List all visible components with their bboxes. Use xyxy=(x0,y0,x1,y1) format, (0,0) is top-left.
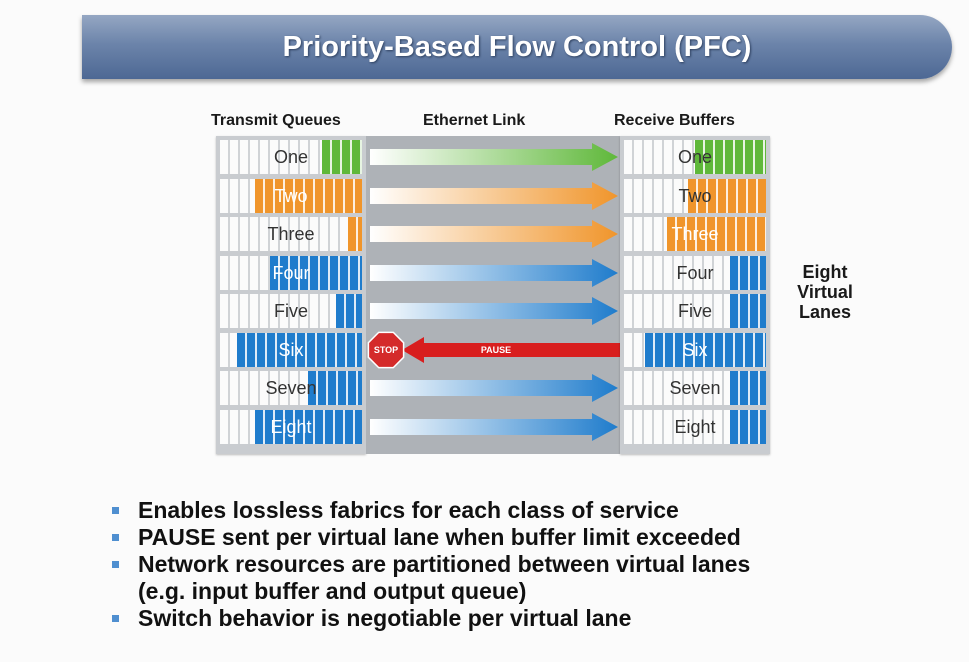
rx-lane-label: Eight xyxy=(674,416,716,437)
tx-occupied-slots xyxy=(270,255,362,290)
rx-occupied-slots xyxy=(688,178,766,213)
rx-lane-row: Four xyxy=(624,255,766,290)
tx-lane-label: Seven xyxy=(265,378,317,398)
bullet-text: Enables lossless fabrics for each class … xyxy=(138,497,679,523)
ethernet-link-header: Ethernet Link xyxy=(423,112,526,129)
flow-arrow xyxy=(366,215,620,253)
tx-lane-row: Four xyxy=(220,255,362,290)
rx-lane-label: Two xyxy=(678,185,712,206)
rx-lane-label: Three xyxy=(671,224,719,244)
arrow-shape xyxy=(370,297,618,325)
rx-occupied-slots xyxy=(667,217,766,251)
rx-occupied-slots xyxy=(730,371,766,405)
bullet-square-icon xyxy=(112,534,119,541)
rx-lane-row: Six xyxy=(624,332,766,367)
pause-arrow: PAUSE STOP xyxy=(366,331,620,369)
arrow-shape xyxy=(370,181,618,210)
rx-occupied-slots xyxy=(730,294,766,328)
bullet-text: (e.g. input buffer and output queue) xyxy=(138,578,527,604)
tx-occupied-slots xyxy=(237,332,362,367)
tx-lane-row: Three xyxy=(220,217,362,251)
tx-lane-row: One xyxy=(220,140,362,174)
bullet-square-icon xyxy=(112,615,119,622)
arrow-shape xyxy=(370,220,618,248)
eight-virtual-lanes-label: Eight Virtual Lanes xyxy=(775,262,875,322)
bullet-item: PAUSE sent per virtual lane when buffer … xyxy=(112,524,932,551)
bullet-square-icon xyxy=(112,561,119,568)
tx-lane-label: Three xyxy=(267,224,315,244)
arrow-shape xyxy=(370,412,618,441)
rx-lane-row: Five xyxy=(624,294,766,328)
tx-lane-label: Eight xyxy=(270,416,312,437)
bullet-item: Enables lossless fabrics for each class … xyxy=(112,497,932,524)
stop-label: STOP xyxy=(374,345,398,355)
flow-arrow xyxy=(366,408,620,446)
rx-lane-row: Seven xyxy=(624,371,766,405)
flow-arrow xyxy=(366,138,620,176)
side-label-line: Eight xyxy=(802,262,848,282)
bullet-item: Switch behavior is negotiable per virtua… xyxy=(112,605,932,632)
bullet-text: Switch behavior is negotiable per virtua… xyxy=(138,605,632,631)
tx-lane-label: Two xyxy=(274,185,308,206)
rx-lane-row: Two xyxy=(624,178,766,213)
bullet-text: Network resources are partitioned betwee… xyxy=(138,551,751,577)
bullet-list: Enables lossless fabrics for each class … xyxy=(112,497,932,632)
tx-occupied-slots xyxy=(308,371,362,405)
flow-arrow xyxy=(366,254,620,292)
tx-lane-row: Six xyxy=(220,332,362,367)
tx-lane-row: Two xyxy=(220,178,362,213)
tx-occupied-slots xyxy=(322,140,362,174)
side-label-line: Lanes xyxy=(798,302,852,322)
tx-lane-row: Seven xyxy=(220,371,362,405)
flow-arrow xyxy=(366,177,620,215)
bullet-square-icon xyxy=(112,507,119,514)
arrow-shape xyxy=(402,336,620,363)
flow-arrow xyxy=(366,369,620,407)
tx-lane-row: Eight xyxy=(220,409,362,444)
arrow-shape xyxy=(370,258,618,287)
tx-lane-label: Five xyxy=(273,301,308,321)
rx-occupied-slots xyxy=(645,332,766,367)
rx-lane-label: Seven xyxy=(669,378,721,398)
title-banner: Priority-Based Flow Control (PFC) xyxy=(82,15,952,79)
receive-buffers-header: Receive Buffers xyxy=(614,112,735,129)
tx-lane-label: One xyxy=(273,147,309,167)
arrow-shape xyxy=(370,143,618,171)
transmit-queues-header: Transmit Queues xyxy=(211,112,341,129)
ethernet-link-panel: PAUSE STOP xyxy=(366,136,620,454)
rx-lane-label: Six xyxy=(682,339,708,360)
tx-occupied-slots xyxy=(255,178,362,213)
rx-lane-label: One xyxy=(677,147,713,167)
bullet-item: Network resources are partitioned betwee… xyxy=(112,551,932,605)
rx-occupied-slots xyxy=(695,140,766,174)
tx-lane-label: Six xyxy=(278,339,304,360)
rx-lane-row: One xyxy=(624,140,766,174)
tx-occupied-slots xyxy=(255,409,362,444)
tx-occupied-slots xyxy=(336,294,362,328)
tx-occupied-slots xyxy=(348,217,362,251)
bullet-text: PAUSE sent per virtual lane when buffer … xyxy=(138,524,741,550)
rx-occupied-slots xyxy=(730,409,766,444)
tx-empty-slots xyxy=(220,217,362,251)
tx-lane-label: Four xyxy=(272,262,310,283)
side-label-line: Virtual xyxy=(797,282,853,302)
rx-lane-row: Eight xyxy=(624,409,766,444)
rx-occupied-slots xyxy=(730,255,766,290)
slide-title: Priority-Based Flow Control (PFC) xyxy=(282,31,752,63)
flow-arrow xyxy=(366,292,620,330)
rx-lane-row: Three xyxy=(624,217,766,251)
arrow-shape xyxy=(370,374,618,402)
rx-lane-label: Four xyxy=(676,262,714,283)
rx-lane-label: Five xyxy=(677,301,712,321)
stop-sign-icon: STOP xyxy=(367,331,405,368)
pause-label: PAUSE xyxy=(481,345,511,355)
tx-lane-row: Five xyxy=(220,294,362,328)
